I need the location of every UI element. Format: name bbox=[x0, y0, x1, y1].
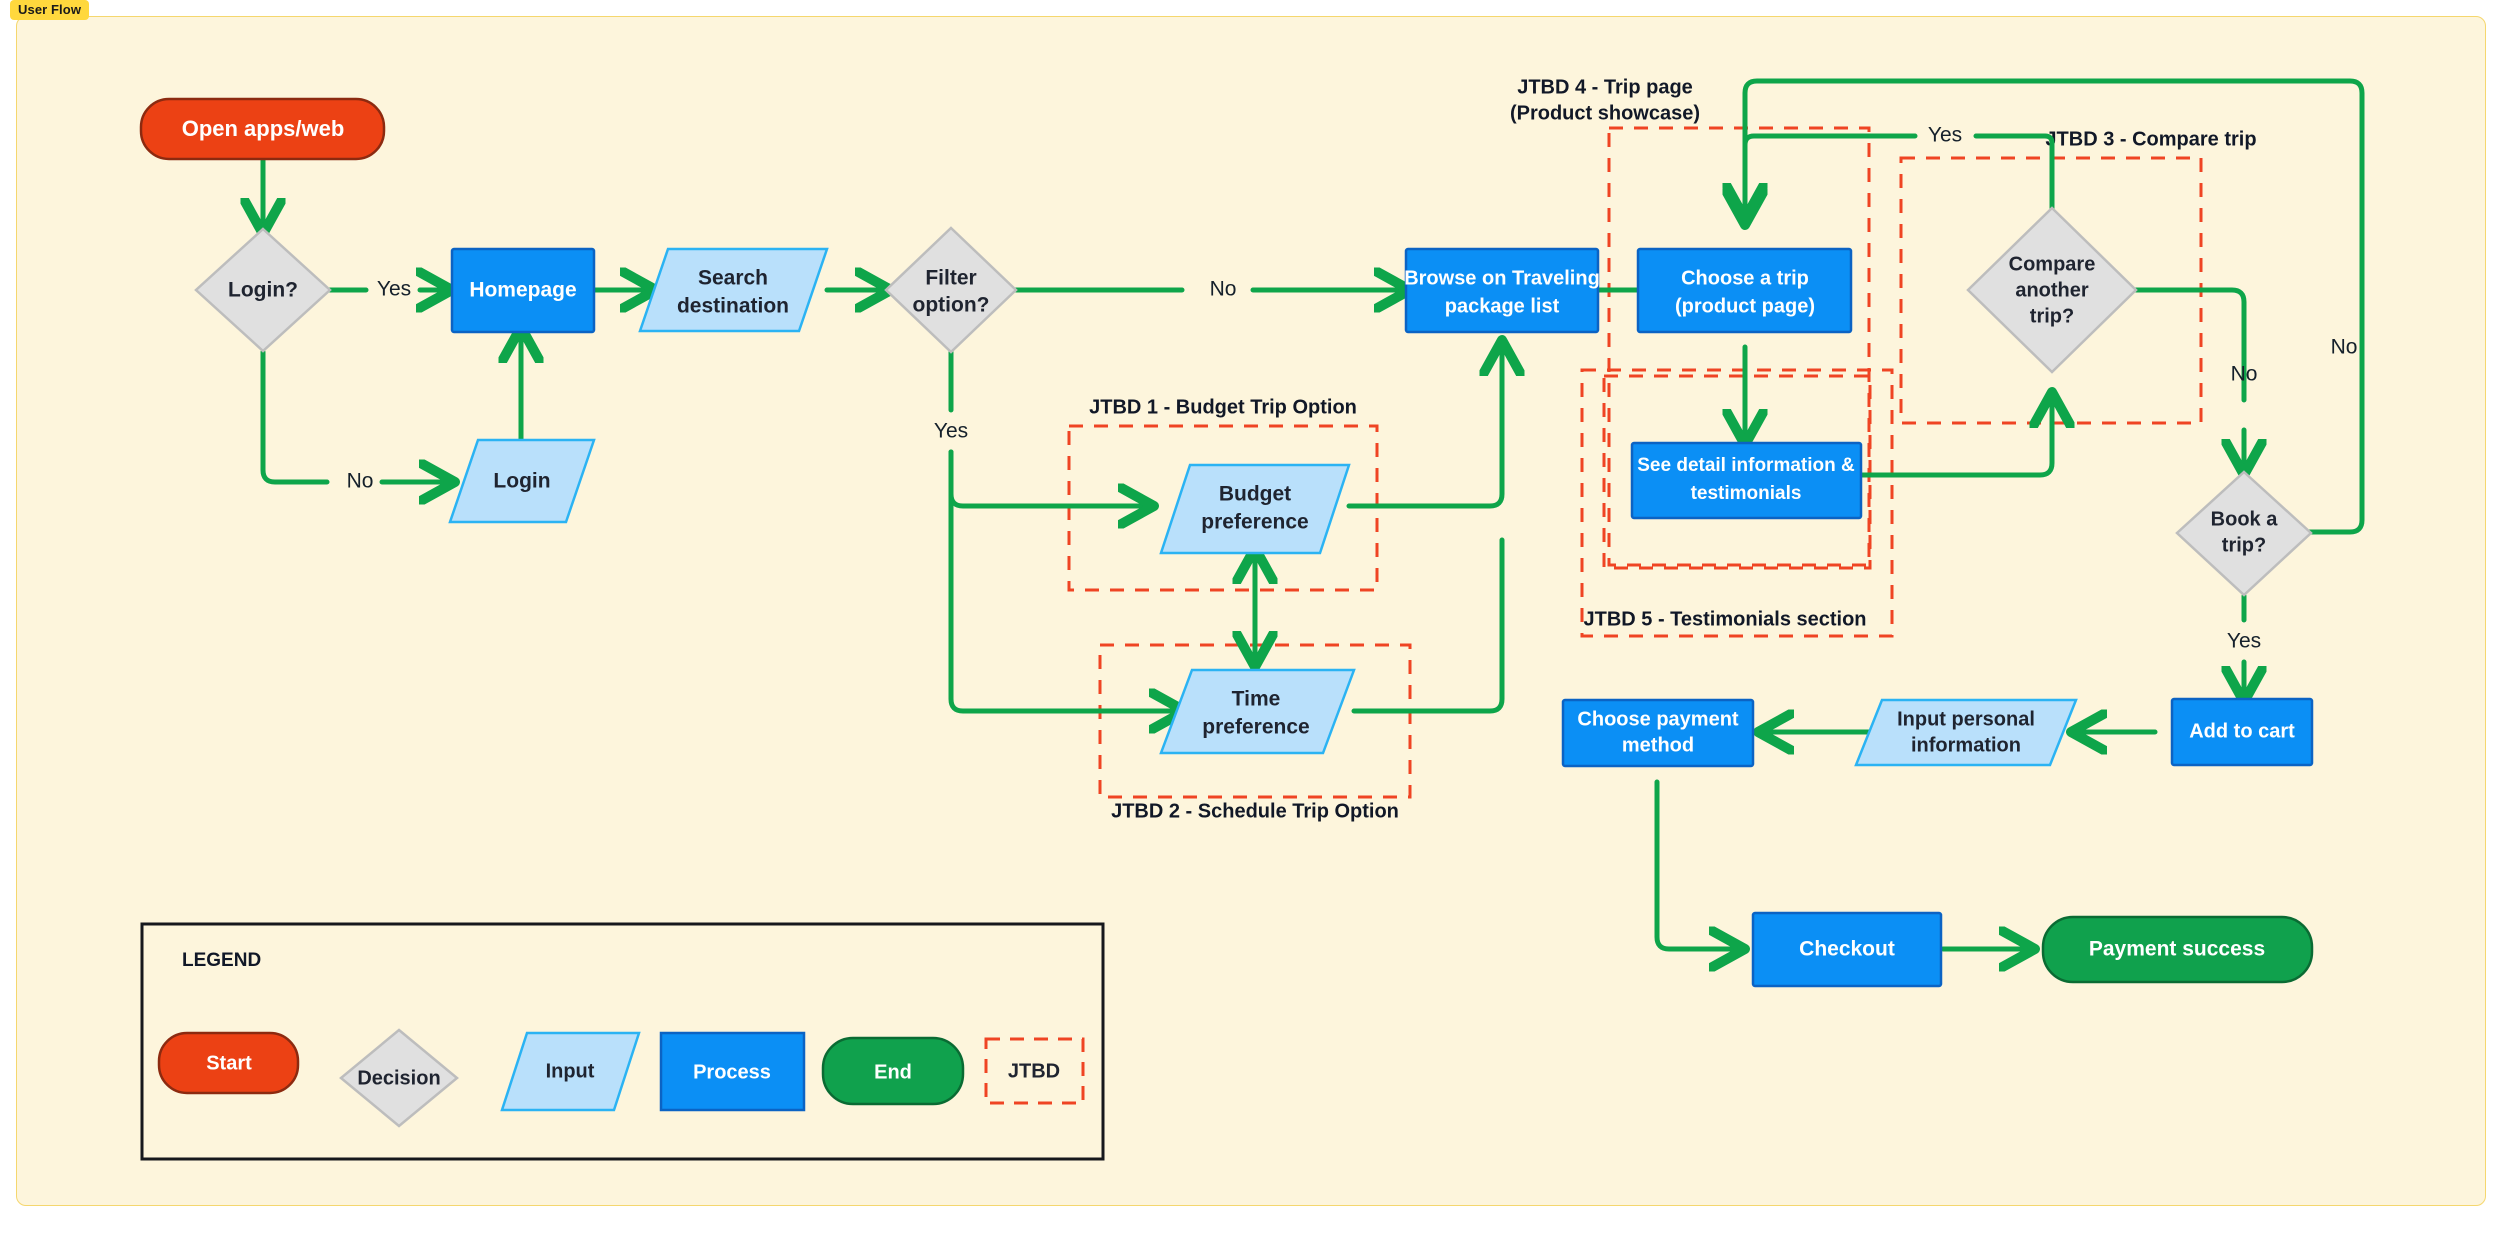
node-book-line1: Book a bbox=[2211, 508, 2279, 530]
legend: LEGEND Start Decision Input Process End bbox=[140, 922, 1105, 1161]
legend-item-start-label: Start bbox=[206, 1052, 252, 1074]
node-choose-payment-line2: method bbox=[1622, 734, 1694, 756]
jtbd-5-label: JTBD 5 - Testimonials section bbox=[1583, 608, 1866, 630]
jtbd-region-4: JTBD 4 - Trip page (Product showcase) bbox=[1510, 76, 1871, 567]
node-choose-trip[interactable]: Choose a trip (product page) bbox=[1636, 247, 1853, 334]
legend-item-process: Process bbox=[659, 1031, 806, 1112]
node-choose-payment[interactable]: Choose payment method bbox=[1561, 698, 1755, 768]
edge-payment-to-checkout bbox=[1654, 779, 1740, 949]
edge-label-login-yes: Yes bbox=[377, 278, 411, 301]
legend-item-decision: Decision bbox=[339, 1028, 459, 1128]
legend-item-jtbd: JTBD bbox=[984, 1037, 1085, 1105]
node-book-line2: trip? bbox=[2222, 534, 2266, 556]
node-add-to-cart[interactable]: Add to cart bbox=[2170, 697, 2314, 767]
node-homepage[interactable]: Homepage bbox=[450, 247, 596, 334]
node-start[interactable]: Open apps/web bbox=[139, 97, 386, 161]
node-filter-decision-line2: option? bbox=[913, 294, 990, 317]
diagram-frame bbox=[16, 16, 2486, 1206]
legend-item-input-label: Input bbox=[546, 1060, 595, 1082]
node-compare-line1: Compare bbox=[2009, 253, 2096, 275]
node-choose-trip-line1: Choose a trip bbox=[1681, 267, 1809, 289]
edge-book-no-loop bbox=[1745, 78, 2365, 535]
edge-label-filter-no: No bbox=[1210, 278, 1237, 301]
node-start-label: Open apps/web bbox=[182, 116, 345, 141]
node-browse-line2: package list bbox=[1445, 295, 1560, 317]
edge-label-book-yes: Yes bbox=[2227, 630, 2261, 653]
node-input-personal-line2: information bbox=[1911, 734, 2021, 756]
node-login-decision-label: Login? bbox=[228, 279, 298, 302]
node-compare-line3: trip? bbox=[2030, 305, 2074, 327]
node-budget-preference-line2: preference bbox=[1201, 511, 1308, 534]
node-checkout-label: Checkout bbox=[1799, 938, 1895, 961]
legend-item-start: Start bbox=[157, 1031, 300, 1095]
node-login-input[interactable]: Login bbox=[448, 438, 596, 524]
node-browse-line1: Browse on Traveling bbox=[1404, 267, 1600, 289]
node-compare-line2: another bbox=[2015, 279, 2089, 301]
node-budget-preference[interactable]: Budget preference bbox=[1159, 463, 1351, 555]
node-filter-decision[interactable]: Filter option? bbox=[884, 226, 1018, 354]
jtbd-1-label: JTBD 1 - Budget Trip Option bbox=[1089, 396, 1357, 418]
legend-title: LEGEND bbox=[182, 950, 261, 971]
node-search-destination[interactable]: Search destination bbox=[638, 247, 829, 333]
node-login-input-label: Login bbox=[493, 470, 550, 493]
node-search-destination-line1: Search bbox=[698, 267, 768, 290]
legend-item-jtbd-label: JTBD bbox=[1008, 1060, 1060, 1082]
node-time-preference-line2: preference bbox=[1202, 716, 1309, 739]
jtbd-region-5: JTBD 5 - Testimonials section bbox=[1580, 368, 1894, 638]
legend-item-decision-label: Decision bbox=[357, 1067, 440, 1089]
node-search-destination-line2: destination bbox=[677, 295, 789, 318]
legend-item-end: End bbox=[821, 1036, 965, 1106]
node-add-to-cart-label: Add to cart bbox=[2189, 720, 2295, 742]
user-flow-tag: User Flow bbox=[10, 0, 90, 20]
node-see-detail-line1: See detail information & bbox=[1637, 455, 1855, 476]
node-see-detail[interactable]: See detail information & testimonials bbox=[1630, 441, 1863, 520]
node-payment-success[interactable]: Payment success bbox=[2041, 915, 2314, 984]
legend-item-process-label: Process bbox=[693, 1061, 771, 1083]
node-book-decision[interactable]: Book a trip? bbox=[2175, 470, 2313, 597]
node-compare-decision[interactable]: Compare another trip? bbox=[1966, 206, 2138, 374]
node-browse-package-list[interactable]: Browse on Traveling package list bbox=[1404, 247, 1600, 334]
edge-filter-yes-to-time bbox=[948, 449, 1180, 711]
edge-label-book-no: No bbox=[2331, 336, 2358, 359]
node-choose-trip-line2: (product page) bbox=[1675, 295, 1815, 317]
edge-compare-yes bbox=[1973, 133, 2055, 216]
node-choose-payment-line1: Choose payment bbox=[1577, 708, 1738, 730]
edge-label-compare-yes: Yes bbox=[1928, 124, 1962, 147]
node-input-personal-line1: Input personal bbox=[1897, 708, 2035, 730]
legend-item-end-label: End bbox=[874, 1061, 912, 1083]
edge-time-to-browse bbox=[1351, 537, 1505, 714]
edge-compare-yes-2 bbox=[1745, 133, 1918, 220]
node-payment-success-label: Payment success bbox=[2089, 938, 2265, 961]
node-login-decision[interactable]: Login? bbox=[194, 227, 332, 353]
edge-compare-no bbox=[2133, 287, 2247, 403]
jtbd-4-label-line1: JTBD 4 - Trip page bbox=[1517, 76, 1693, 98]
node-see-detail-line2: testimonials bbox=[1691, 483, 1802, 504]
jtbd-4-label-line2: (Product showcase) bbox=[1510, 102, 1700, 124]
node-input-personal-info[interactable]: Input personal information bbox=[1854, 698, 2078, 767]
edge-label-filter-yes: Yes bbox=[934, 420, 968, 443]
jtbd-2-label: JTBD 2 - Schedule Trip Option bbox=[1111, 800, 1399, 822]
edge-budget-to-browse bbox=[1346, 345, 1502, 509]
jtbd-3-label: JTBD 3 - Compare trip bbox=[2045, 128, 2256, 150]
edge-label-compare-no: No bbox=[2231, 363, 2258, 386]
node-time-preference-line1: Time bbox=[1232, 688, 1281, 711]
edge-detail-to-compare bbox=[1858, 397, 2052, 478]
edge-login-no bbox=[260, 349, 330, 485]
node-time-preference[interactable]: Time preference bbox=[1159, 668, 1356, 755]
node-checkout[interactable]: Checkout bbox=[1751, 911, 1943, 988]
node-filter-decision-line1: Filter bbox=[925, 267, 976, 290]
node-budget-preference-line1: Budget bbox=[1219, 483, 1291, 506]
edge-filter-yes-to-budget bbox=[948, 449, 1149, 506]
edge-label-login-no: No bbox=[347, 470, 374, 493]
node-homepage-label: Homepage bbox=[469, 279, 576, 302]
legend-item-input: Input bbox=[500, 1031, 641, 1112]
